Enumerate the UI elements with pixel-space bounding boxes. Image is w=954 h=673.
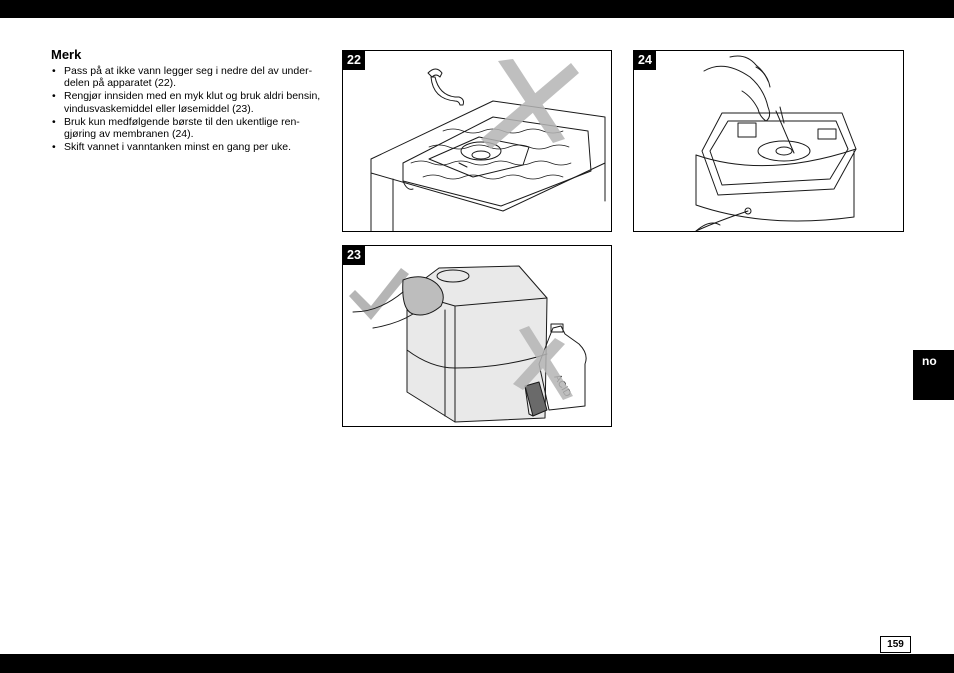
page-number: 159 — [880, 636, 911, 653]
cross-mark-icon — [513, 326, 573, 400]
sink-illustration — [370, 59, 606, 231]
figure-24: 24 — [633, 50, 904, 232]
bullet: • — [52, 115, 56, 128]
bullet: • — [52, 140, 56, 153]
sink-icon — [370, 100, 606, 231]
figure-number: 22 — [343, 51, 365, 70]
language-tab: no — [913, 350, 954, 400]
note-line: Pass på at ikke vann legger seg i nedre … — [64, 65, 313, 77]
cross-mark-icon — [481, 59, 579, 149]
figure-23: 23 ACID — [342, 245, 612, 427]
wipe-cleaning-illustration: ACID — [349, 265, 587, 423]
hand-with-cloth-icon — [352, 276, 444, 329]
note-item: • Skift vannet i vanntanken minst en gan… — [51, 141, 323, 153]
note-item: • Rengjør innsiden med en myk klut og br… — [51, 90, 323, 115]
bullet: • — [52, 90, 56, 103]
figure-number: 23 — [343, 246, 365, 265]
humidifier-base-icon — [695, 112, 857, 231]
note-line: vindusvaskemiddel eller løsemiddel (23). — [64, 102, 254, 115]
note-line: delen på apparatet (22). — [64, 77, 177, 90]
figure-number: 24 — [634, 51, 656, 70]
figure-22: 22 — [342, 50, 612, 232]
faucet-icon — [427, 68, 464, 106]
note-item: • Bruk kun medfølgende børste til den uk… — [51, 116, 323, 141]
note-line: Bruk kun medfølgende børste til den uken… — [64, 115, 300, 128]
note-item: • Pass på at ikke vann legger seg i nedr… — [51, 65, 323, 90]
note-section: Merk • Pass på at ikke vann legger seg i… — [51, 47, 323, 154]
hand-with-brush-icon — [703, 55, 795, 154]
note-line: gjøring av membranen (24). — [64, 128, 194, 141]
note-list: • Pass på at ikke vann legger seg i nedr… — [51, 65, 323, 153]
brush-cleaning-illustration — [695, 55, 857, 231]
note-heading: Merk — [51, 47, 82, 62]
detergent-box-icon — [524, 381, 548, 417]
bottom-black-bar — [0, 654, 954, 673]
note-line: Skift vannet i vanntanken minst en gang … — [64, 140, 292, 153]
bullet: • — [52, 65, 56, 77]
top-black-bar — [0, 0, 954, 18]
check-mark-icon — [349, 268, 409, 320]
note-line: Rengjør innsiden med en myk klut og bruk… — [64, 90, 321, 103]
